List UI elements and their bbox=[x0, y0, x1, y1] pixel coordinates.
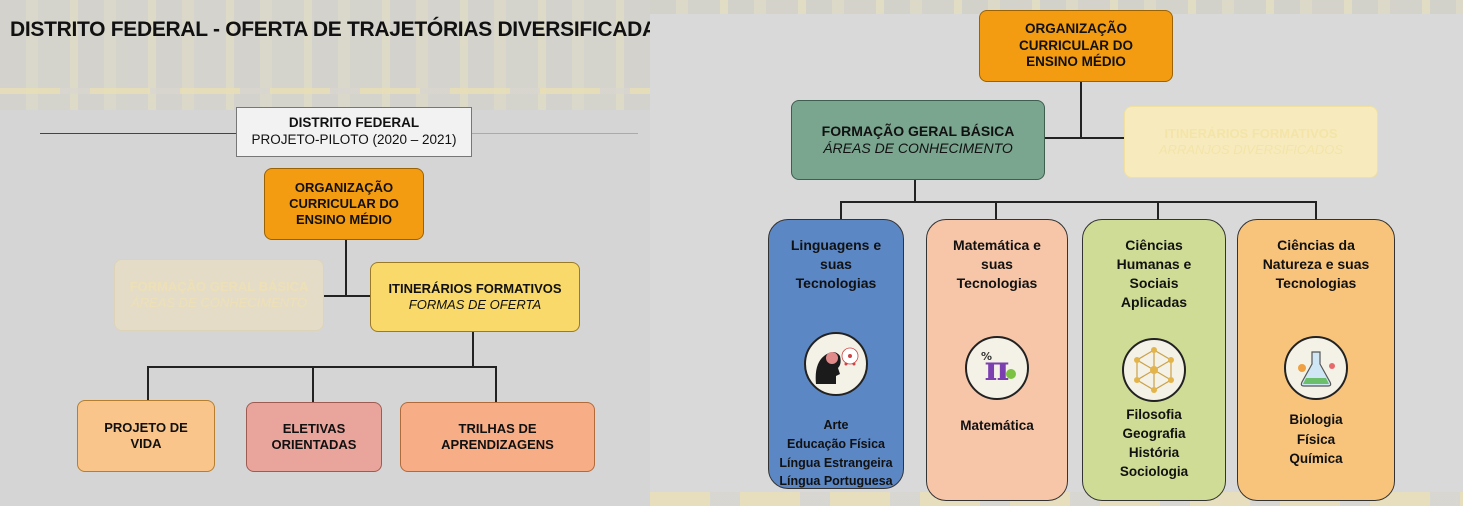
area-humanas-subjects: Filosofia Geografia História Sociologia bbox=[1087, 406, 1221, 482]
network-icon bbox=[1122, 338, 1186, 402]
subject-lingua-estrangeira: Língua Estrangeira bbox=[779, 455, 893, 470]
org-line-3: ENSINO MÉDIO bbox=[295, 212, 393, 228]
area-linguagens-title: Linguagens e suas Tecnologias bbox=[775, 236, 897, 293]
area-matematica: Matemática e suas Tecnologias π % Matemá… bbox=[926, 219, 1068, 501]
header-subtitle: PROJETO-PILOTO (2020 – 2021) bbox=[251, 132, 457, 147]
org-curricular-box-right: ORGANIZAÇÃO CURRICULAR DO ENSINO MÉDIO bbox=[979, 10, 1173, 82]
connector-area-4 bbox=[1315, 201, 1317, 220]
subject-quimica: Química bbox=[1289, 451, 1343, 467]
itinerarios-faded-title: ITINERÁRIOS FORMATIVOS bbox=[1164, 125, 1338, 141]
area-ciencias-natureza: Ciências da Natureza e suas Tecnologias … bbox=[1237, 219, 1395, 501]
left-slide: DISTRITO FEDERAL - OFERTA DE TRAJETÓRIAS… bbox=[0, 0, 650, 506]
offer-projeto-de-vida: PROJETO DE VIDA bbox=[77, 400, 215, 472]
connector-org-h bbox=[322, 295, 372, 297]
subject-arte: Arte bbox=[823, 418, 849, 432]
connector-org-h bbox=[1045, 137, 1125, 139]
lab-flask-icon bbox=[1284, 336, 1348, 400]
connector-area-2 bbox=[995, 201, 997, 220]
subject-biologia: Biologia bbox=[1289, 412, 1343, 427]
connector-offer-2 bbox=[312, 366, 314, 402]
area-3-title-1: Ciências bbox=[1125, 237, 1183, 253]
offer-1-line-2: VIDA bbox=[130, 436, 162, 451]
subject-filosofia: Filosofia bbox=[1126, 407, 1182, 422]
area-1-title-2: suas bbox=[820, 255, 852, 272]
svg-text:%: % bbox=[981, 350, 992, 363]
area-4-title-3: Tecnologias bbox=[1275, 274, 1357, 291]
offer-eletivas-orientadas: ELETIVAS ORIENTADAS bbox=[246, 402, 382, 472]
connector-area-3 bbox=[1157, 201, 1159, 220]
connector-area-1 bbox=[840, 201, 842, 220]
offer-1-line-1: PROJETO DE bbox=[104, 419, 188, 435]
area-matematica-subjects: Matemática bbox=[931, 416, 1063, 436]
subject-geografia: Geografia bbox=[1122, 425, 1186, 441]
connector-offers-h bbox=[147, 366, 496, 368]
subject-sociologia: Sociologia bbox=[1119, 463, 1189, 479]
subject-matematica: Matemática bbox=[960, 418, 1034, 433]
connector-fgb-down bbox=[914, 178, 916, 203]
subject-lingua-portuguesa: Língua Portuguesa bbox=[779, 474, 893, 489]
itinerarios-title: ITINERÁRIOS FORMATIVOS bbox=[388, 280, 562, 296]
svg-text:π: π bbox=[985, 349, 1010, 389]
connector-org-down bbox=[1080, 80, 1082, 138]
fgb-faded-box: FORMAÇÃO GERAL BÁSICA ÁREAS DE CONHECIME… bbox=[114, 259, 324, 331]
area-4-title-2: Natureza e suas bbox=[1262, 255, 1370, 272]
fgb-faded-title: FORMAÇÃO GERAL BÁSICA bbox=[129, 278, 309, 294]
area-humanas-title: Ciências Humanas e Sociais Aplicadas bbox=[1089, 236, 1219, 312]
subject-fisica: Física bbox=[1296, 431, 1336, 447]
area-3-title-3: Sociais bbox=[1129, 274, 1179, 291]
fgb-box: FORMAÇÃO GERAL BÁSICA ÁREAS DE CONHECIME… bbox=[791, 100, 1045, 180]
right-slide: ORGANIZAÇÃO CURRICULAR DO ENSINO MÉDIO F… bbox=[650, 0, 1463, 506]
org-right-line-2: CURRICULAR DO bbox=[1019, 37, 1133, 53]
area-natureza-subjects: Biologia Física Química bbox=[1242, 410, 1390, 469]
offer-2-line-2: ORIENTADAS bbox=[271, 437, 357, 452]
connector-offer-1 bbox=[147, 366, 149, 401]
org-line-1: ORGANIZAÇÃO bbox=[294, 179, 394, 195]
area-2-title-3: Tecnologias bbox=[956, 274, 1038, 291]
org-right-line-1: ORGANIZAÇÃO bbox=[1025, 20, 1127, 36]
area-ciencias-humanas: Ciências Humanas e Sociais Aplicadas Fil bbox=[1082, 219, 1226, 501]
header-box: DISTRITO FEDERAL PROJETO-PILOTO (2020 – … bbox=[236, 107, 472, 157]
org-curricular-box: ORGANIZAÇÃO CURRICULAR DO ENSINO MÉDIO bbox=[264, 168, 424, 240]
offer-2-line-1: ELETIVAS bbox=[282, 420, 346, 436]
connector-areas-h bbox=[840, 201, 1317, 203]
pi-symbol-icon: π % bbox=[965, 336, 1029, 400]
area-4-title-1: Ciências da bbox=[1277, 237, 1355, 253]
itinerarios-faded-box: ITINERÁRIOS FORMATIVOS ARRANJOS DIVERSIF… bbox=[1124, 106, 1378, 178]
offer-3-line-1: TRILHAS DE bbox=[458, 420, 537, 436]
area-3-title-4: Aplicadas bbox=[1120, 293, 1188, 310]
decorative-top-band bbox=[650, 0, 1463, 14]
offer-trilhas-de-aprendizagens: TRILHAS DE APRENDIZAGENS bbox=[400, 402, 595, 472]
header-title: DISTRITO FEDERAL bbox=[288, 115, 420, 131]
area-2-title-1: Matemática e bbox=[953, 237, 1041, 253]
area-1-title-3: Tecnologias bbox=[795, 274, 877, 291]
area-3-title-2: Humanas e bbox=[1116, 255, 1192, 272]
connector-offer-3 bbox=[495, 366, 497, 402]
area-2-title-2: suas bbox=[981, 255, 1013, 272]
fgb-faded-subtitle: ÁREAS DE CONHECIMENTO bbox=[130, 295, 307, 310]
fgb-subtitle: ÁREAS DE CONHECIMENTO bbox=[823, 140, 1013, 156]
area-1-title-1: Linguagens e bbox=[790, 237, 882, 253]
header-line-left bbox=[40, 133, 236, 134]
area-natureza-title: Ciências da Natureza e suas Tecnologias bbox=[1244, 236, 1388, 293]
connector-org-down bbox=[345, 238, 347, 296]
itinerarios-subtitle: FORMAS DE OFERTA bbox=[408, 297, 542, 312]
brain-head-icon bbox=[804, 332, 868, 396]
subject-educacao-fisica: Educação Física bbox=[787, 436, 885, 451]
org-right-line-3: ENSINO MÉDIO bbox=[1026, 54, 1126, 70]
fgb-title: FORMAÇÃO GERAL BÁSICA bbox=[821, 122, 1015, 139]
area-linguagens: Linguagens e suas Tecnologias Arte Educa… bbox=[768, 219, 904, 489]
itinerarios-faded-subtitle: ARRANJOS DIVERSIFICADOS bbox=[1158, 142, 1344, 157]
org-line-2: CURRICULAR DO bbox=[289, 195, 399, 211]
slide-title: DISTRITO FEDERAL - OFERTA DE TRAJETÓRIAS… bbox=[10, 18, 650, 41]
area-matematica-title: Matemática e suas Tecnologias bbox=[933, 236, 1061, 293]
decorative-stripe bbox=[0, 88, 650, 94]
itinerarios-box: ITINERÁRIOS FORMATIVOS FORMAS DE OFERTA bbox=[370, 262, 580, 332]
subject-historia: História bbox=[1128, 444, 1180, 460]
connector-itin-down bbox=[472, 331, 474, 367]
area-linguagens-subjects: Arte Educação Física Língua Estrangeira … bbox=[773, 416, 899, 491]
offer-3-line-2: APRENDIZAGENS bbox=[441, 437, 554, 452]
header-line-right bbox=[472, 133, 638, 134]
